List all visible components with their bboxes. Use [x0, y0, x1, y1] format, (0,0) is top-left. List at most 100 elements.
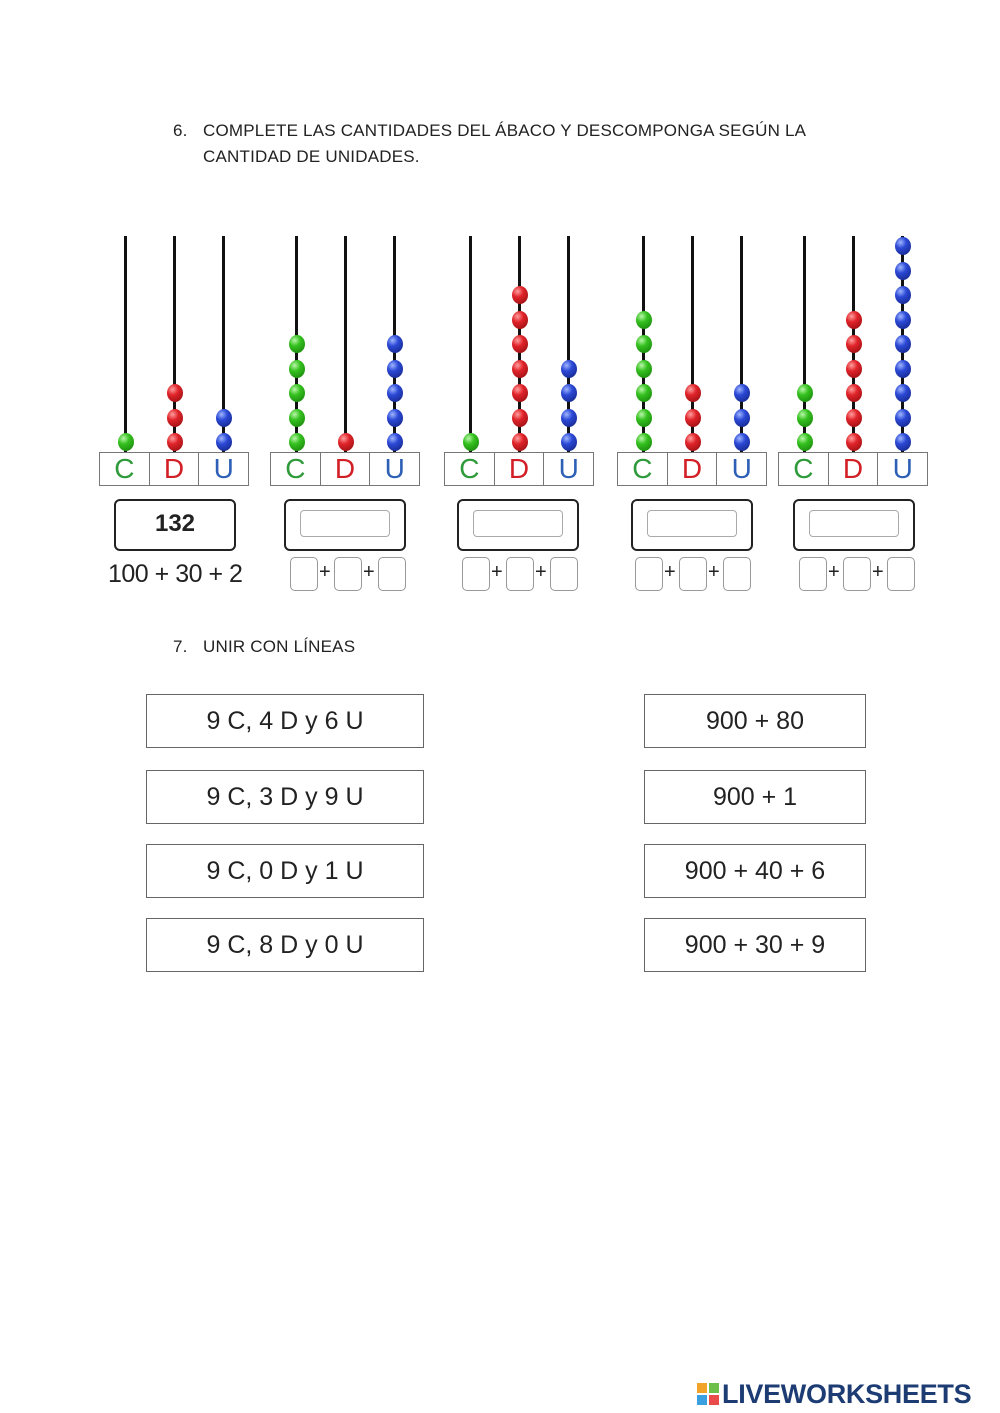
label-u: U	[877, 453, 927, 485]
bead	[511, 408, 528, 427]
answer-box-2[interactable]	[284, 499, 406, 551]
abacus-rod-u	[567, 236, 570, 452]
logo-square	[697, 1395, 707, 1405]
match-right-1-label: 900 + 80	[705, 706, 804, 735]
bead	[511, 384, 528, 402]
logo-text: LIVEWORKSHEETS	[722, 1378, 972, 1409]
logo-square	[709, 1383, 719, 1393]
match-left-1-label: 9 C, 4 D y 6 U	[206, 706, 364, 735]
bead	[511, 286, 528, 304]
bead	[166, 433, 183, 451]
decomposition-input-1[interactable]	[290, 557, 318, 591]
match-left-1[interactable]: 9 C, 4 D y 6 U	[146, 694, 424, 748]
bead	[894, 286, 911, 304]
label-c: C	[114, 453, 135, 484]
decomposition-input-2[interactable]	[843, 557, 871, 591]
decomposition-input-2[interactable]	[679, 557, 707, 591]
instruction-7-text: UNIR CON LÍNEAS	[203, 637, 356, 656]
match-left-2[interactable]: 9 C, 3 D y 9 U	[146, 770, 424, 824]
decomposition-input-1[interactable]	[635, 557, 663, 591]
match-left-3[interactable]: 9 C, 0 D y 1 U	[146, 844, 424, 898]
bead	[894, 237, 911, 255]
match-right-1[interactable]: 900 + 80	[644, 694, 866, 748]
abacus-rod-u	[222, 236, 225, 452]
bead	[733, 408, 750, 427]
plus-sign: +	[491, 561, 503, 583]
bead	[288, 335, 305, 353]
bead	[894, 433, 911, 451]
decomposition-input-1[interactable]	[799, 557, 827, 591]
bead	[845, 408, 862, 427]
bead	[386, 335, 403, 353]
bead	[215, 433, 232, 451]
label-c: C	[793, 453, 814, 484]
bead	[796, 433, 813, 451]
answer-input[interactable]	[647, 510, 737, 537]
bead	[845, 359, 862, 378]
bead	[337, 433, 354, 451]
answer-input[interactable]	[300, 510, 390, 537]
label-d: D	[148, 453, 199, 485]
plus-sign: +	[664, 561, 676, 583]
plus-sign: +	[319, 561, 331, 583]
answer-input[interactable]	[809, 510, 899, 537]
answer-box-5[interactable]	[793, 499, 915, 551]
bead	[635, 384, 652, 402]
bead	[288, 433, 305, 451]
bead	[386, 408, 403, 427]
decomposition-input-2[interactable]	[334, 557, 362, 591]
decomposition-input-2[interactable]	[506, 557, 534, 591]
bead	[733, 433, 750, 451]
instruction-7: 7. UNIR CON LÍNEAS	[173, 634, 573, 662]
bead	[511, 433, 528, 451]
bead	[386, 433, 403, 451]
bead	[635, 408, 652, 427]
abacus-rod-c	[469, 236, 472, 452]
match-left-4-label: 9 C, 8 D y 0 U	[206, 930, 364, 959]
match-right-2-label: 900 + 1	[712, 782, 798, 811]
decomposition-input-3[interactable]	[378, 557, 406, 591]
bead	[560, 359, 577, 378]
abacus-rod-u	[740, 236, 743, 452]
decomposition-input-3[interactable]	[723, 557, 751, 591]
bead	[288, 359, 305, 378]
decomposition-input-3[interactable]	[550, 557, 578, 591]
match-right-4-label: 900 + 30 + 9	[684, 930, 826, 959]
label-u: U	[198, 453, 248, 485]
answer-box-4[interactable]	[631, 499, 753, 551]
label-c: C	[459, 453, 480, 484]
match-right-2[interactable]: 900 + 1	[644, 770, 866, 824]
plus-sign: +	[708, 561, 720, 583]
plus-sign: +	[872, 561, 884, 583]
abacus-rod-c	[803, 236, 806, 452]
bead	[635, 335, 652, 353]
match-right-3[interactable]: 900 + 40 + 6	[644, 844, 866, 898]
label-c: C	[632, 453, 653, 484]
answer-input[interactable]	[473, 510, 563, 537]
answer-box-3[interactable]	[457, 499, 579, 551]
bead	[845, 310, 862, 329]
decomposition-input-1[interactable]	[462, 557, 490, 591]
bead	[684, 433, 701, 451]
bead	[511, 310, 528, 329]
match-left-4[interactable]: 9 C, 8 D y 0 U	[146, 918, 424, 972]
decomposition-input-3[interactable]	[887, 557, 915, 591]
logo-square	[697, 1383, 707, 1393]
bead	[894, 310, 911, 329]
bead	[462, 433, 479, 451]
decomposition-text: 100 + 30 + 2	[108, 560, 243, 588]
match-left-3-label: 9 C, 0 D y 1 U	[206, 856, 364, 885]
abacus-rod-d	[691, 236, 694, 452]
match-right-4[interactable]: 900 + 30 + 9	[644, 918, 866, 972]
instruction-6-line2: CANTIDAD DE UNIDADES.	[203, 147, 420, 166]
bead	[894, 261, 911, 280]
bead	[511, 335, 528, 353]
label-u: U	[543, 453, 593, 485]
